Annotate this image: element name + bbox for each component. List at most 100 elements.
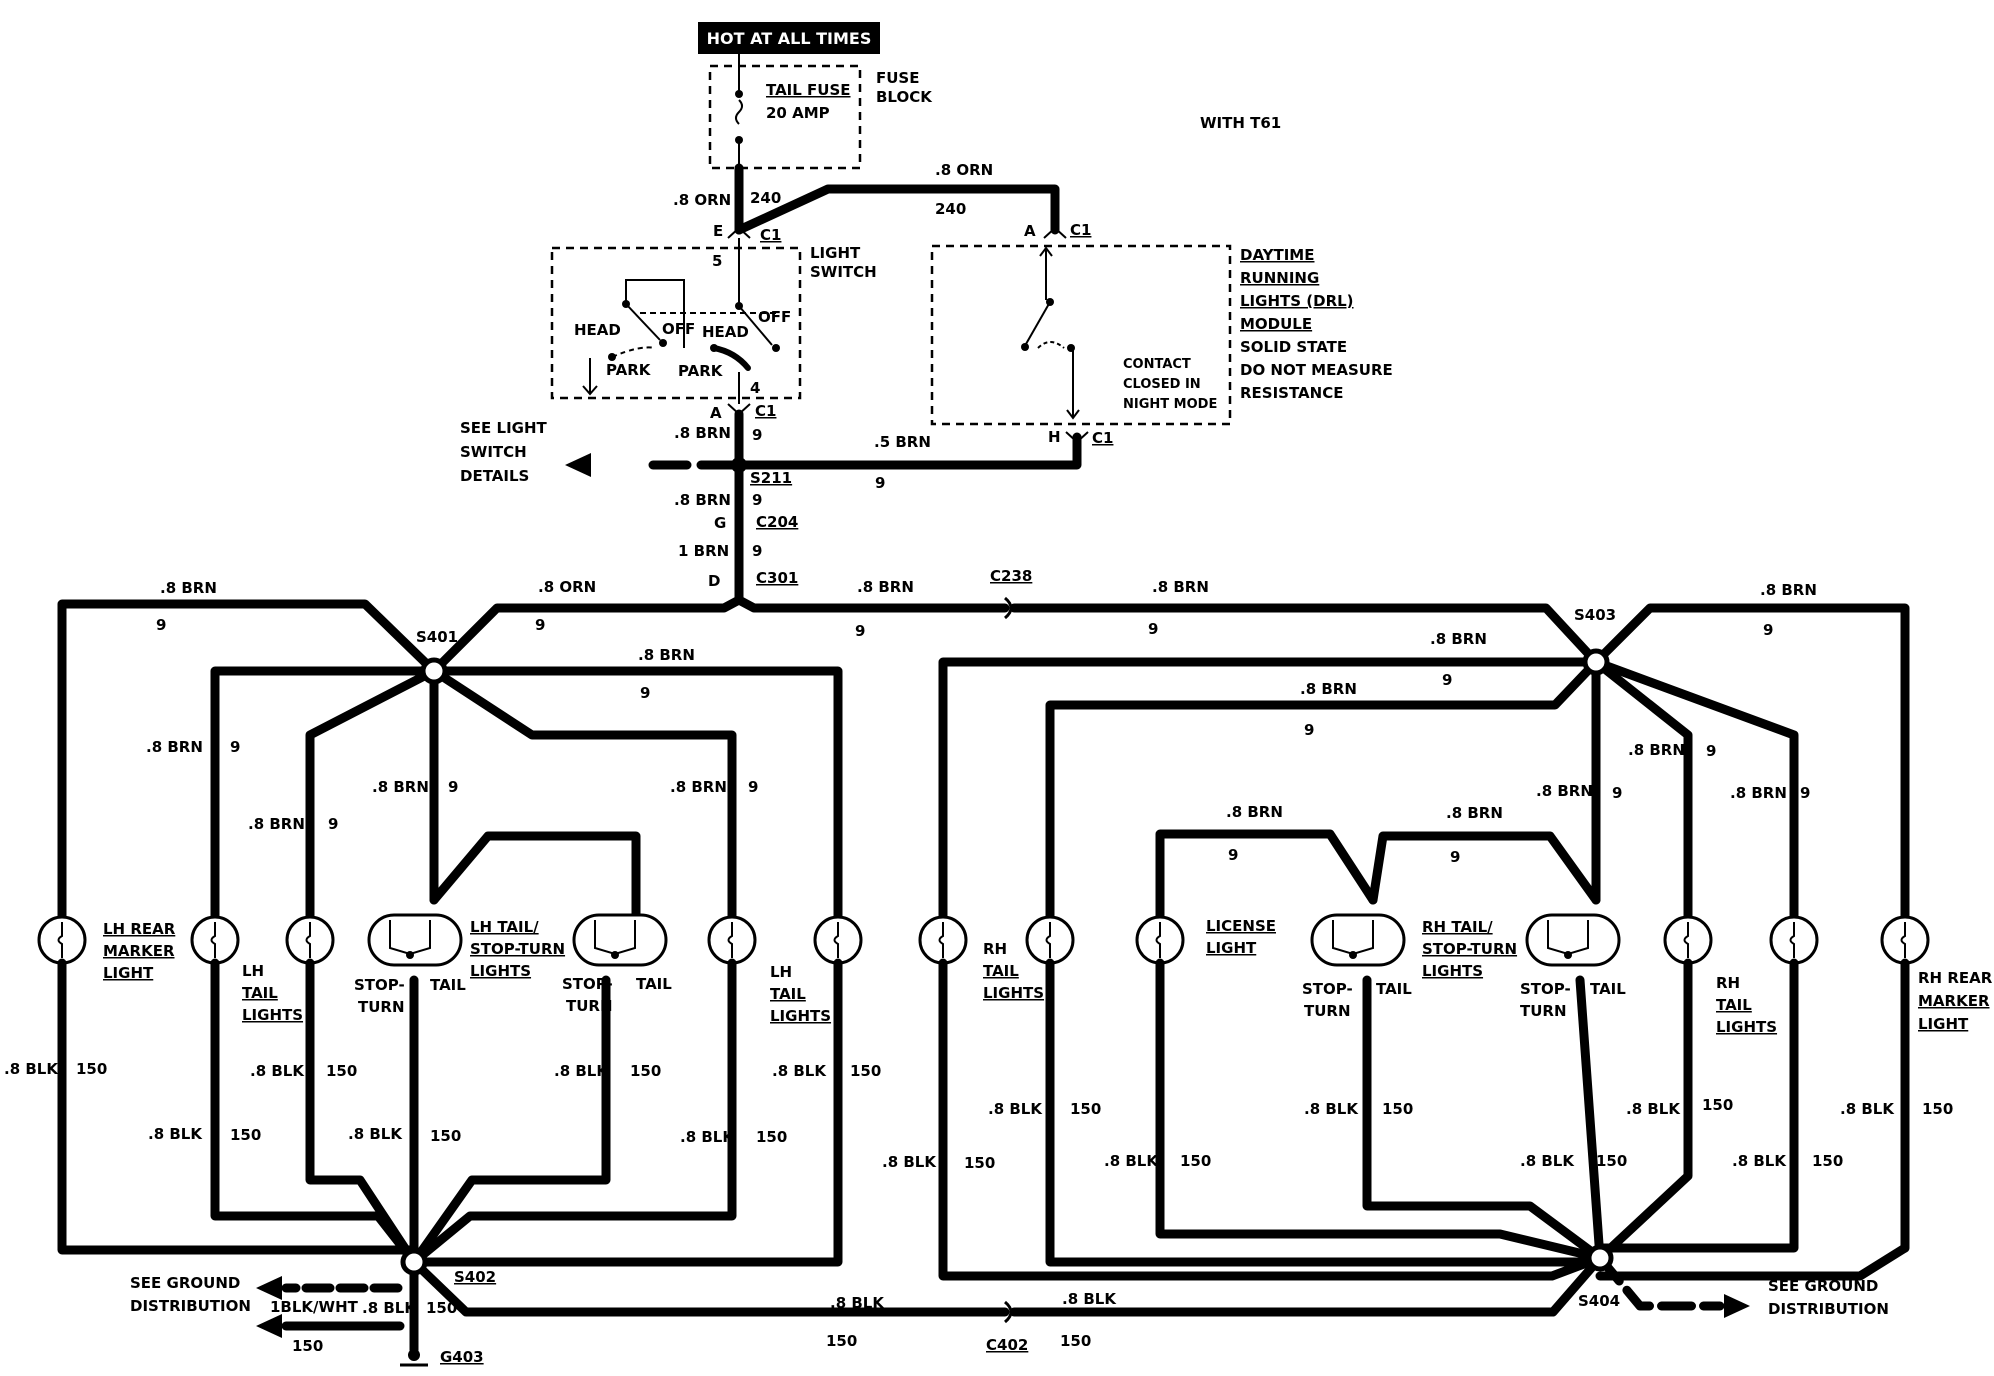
svg-text:TAIL: TAIL <box>430 976 466 994</box>
svg-text:20 AMP: 20 AMP <box>766 104 830 122</box>
svg-text:LIGHT: LIGHT <box>103 964 154 982</box>
svg-text:.8 BRN: .8 BRN <box>248 815 305 833</box>
svg-text:.8 BLK: .8 BLK <box>1104 1152 1159 1170</box>
svg-text:S401: S401 <box>416 628 458 646</box>
svg-text:RH TAIL/: RH TAIL/ <box>1422 918 1493 936</box>
svg-text:STOP-: STOP- <box>354 976 405 994</box>
svg-text:.8 BRN: .8 BRN <box>372 778 429 796</box>
svg-text:.8 BLK: .8 BLK <box>772 1062 827 1080</box>
svg-text:TAIL: TAIL <box>1590 980 1626 998</box>
splice-s402 <box>400 1248 428 1276</box>
svg-text:LIGHT: LIGHT <box>1918 1015 1969 1033</box>
svg-text:150: 150 <box>1382 1100 1413 1118</box>
svg-text:.8 BRN: .8 BRN <box>638 646 695 664</box>
svg-text:9: 9 <box>1304 721 1314 739</box>
lh-tail-lamp-right-a <box>707 915 757 965</box>
lh-tail-lamp-outer: LH TAIL LIGHTS <box>190 915 303 1024</box>
svg-text:.8 BRN: .8 BRN <box>1430 630 1487 648</box>
svg-text:.8 BLK: .8 BLK <box>348 1125 403 1143</box>
svg-text:.8 BLK: .8 BLK <box>988 1100 1043 1118</box>
svg-text:150: 150 <box>1702 1096 1733 1114</box>
svg-text:150: 150 <box>1922 1100 1953 1118</box>
svg-text:150: 150 <box>430 1127 461 1145</box>
svg-text:STOP-: STOP- <box>1302 980 1353 998</box>
rh-tail-stop-turn-lamp-outer: STOP- TURN TAIL <box>1520 913 1626 1020</box>
svg-text:9: 9 <box>1442 671 1452 689</box>
svg-text:LH: LH <box>770 963 792 981</box>
svg-text:C1: C1 <box>1092 429 1113 447</box>
svg-text:9: 9 <box>1800 784 1810 802</box>
svg-text:.8 BLK: .8 BLK <box>830 1294 885 1312</box>
svg-text:CONTACT: CONTACT <box>1123 357 1191 372</box>
svg-text:150: 150 <box>756 1128 787 1146</box>
svg-text:S402: S402 <box>454 1268 496 1286</box>
svg-text:150: 150 <box>850 1062 881 1080</box>
svg-text:STOP-TURN: STOP-TURN <box>470 940 565 958</box>
svg-text:150: 150 <box>76 1060 107 1078</box>
svg-text:.8 BLK: .8 BLK <box>1732 1152 1787 1170</box>
svg-text:.5 BRN: .5 BRN <box>874 433 931 451</box>
svg-text:H: H <box>1048 428 1061 446</box>
svg-text:.8 BRN: .8 BRN <box>674 491 731 509</box>
svg-text:STOP-: STOP- <box>1520 980 1571 998</box>
svg-text:.8 BLK: .8 BLK <box>362 1299 417 1317</box>
svg-text:C204: C204 <box>756 513 798 531</box>
svg-text:SEE GROUND: SEE GROUND <box>1768 1277 1878 1295</box>
svg-text:STOP-: STOP- <box>562 975 613 993</box>
svg-text:DISTRIBUTION: DISTRIBUTION <box>1768 1300 1889 1318</box>
svg-text:.8 BLK: .8 BLK <box>1304 1100 1359 1118</box>
svg-text:.8 BLK: .8 BLK <box>882 1153 937 1171</box>
svg-text:LIGHT: LIGHT <box>810 244 861 262</box>
svg-text:C1: C1 <box>1070 221 1091 239</box>
svg-text:.8 BRN: .8 BRN <box>146 738 203 756</box>
svg-text:9: 9 <box>855 622 865 640</box>
with-t61-note: WITH T61 <box>1200 114 1281 132</box>
svg-text:150: 150 <box>630 1062 661 1080</box>
svg-text:.8 BLK: .8 BLK <box>4 1060 59 1078</box>
svg-text:HOT AT ALL TIMES: HOT AT ALL TIMES <box>707 29 872 48</box>
svg-text:.8 ORN: .8 ORN <box>538 578 596 596</box>
svg-text:LIGHTS: LIGHTS <box>1422 962 1483 980</box>
svg-text:.8 BRN: .8 BRN <box>1152 578 1209 596</box>
svg-text:.8 BLK: .8 BLK <box>1520 1152 1575 1170</box>
svg-text:DISTRIBUTION: DISTRIBUTION <box>130 1297 251 1315</box>
svg-text:TAIL: TAIL <box>1376 980 1412 998</box>
svg-text:MODULE: MODULE <box>1240 315 1312 333</box>
svg-text:.8 BLK: .8 BLK <box>148 1125 203 1143</box>
svg-text:HEAD: HEAD <box>574 321 621 339</box>
svg-text:.8 BLK: .8 BLK <box>1626 1100 1681 1118</box>
svg-text:TAIL: TAIL <box>983 962 1019 980</box>
svg-text:.8 ORN: .8 ORN <box>673 191 731 209</box>
svg-text:.8 BRN: .8 BRN <box>674 424 731 442</box>
svg-text:DETAILS: DETAILS <box>460 467 529 485</box>
svg-text:OFF: OFF <box>758 308 791 326</box>
lh-tail-stop-turn-lamp-inner: LH TAIL/ STOP-TURN LIGHTS STOP- TURN TAI… <box>354 913 565 1016</box>
svg-text:150: 150 <box>1180 1152 1211 1170</box>
svg-text:4: 4 <box>750 379 760 397</box>
svg-text:.8 BRN: .8 BRN <box>1300 680 1357 698</box>
svg-text:G: G <box>714 514 726 532</box>
rh-ground-harness: S404 SEE GROUND DISTRIBUTION .8 BLK 150 … <box>882 958 1953 1350</box>
svg-text:9: 9 <box>1228 846 1238 864</box>
rh-tail-lamp-right-b <box>1769 915 1819 965</box>
svg-text:150: 150 <box>826 1332 857 1350</box>
svg-text:TURN: TURN <box>358 998 405 1016</box>
svg-text:9: 9 <box>748 778 758 796</box>
svg-text:SOLID STATE: SOLID STATE <box>1240 338 1347 356</box>
svg-text:150: 150 <box>1596 1152 1627 1170</box>
svg-text:LH: LH <box>242 962 264 980</box>
svg-text:240: 240 <box>750 189 781 207</box>
svg-text:.8 BRN: .8 BRN <box>1730 784 1787 802</box>
svg-text:150: 150 <box>964 1154 995 1172</box>
svg-text:LH TAIL/: LH TAIL/ <box>470 918 539 936</box>
svg-text:A: A <box>710 404 722 422</box>
svg-text:LIGHTS: LIGHTS <box>1716 1018 1777 1036</box>
svg-text:TAIL: TAIL <box>770 985 806 1003</box>
svg-text:TAIL: TAIL <box>636 975 672 993</box>
svg-text:.8 BLK: .8 BLK <box>1062 1290 1117 1308</box>
svg-text:LH REAR: LH REAR <box>103 920 176 938</box>
svg-text:LIGHTS: LIGHTS <box>242 1006 303 1024</box>
lh-tail-lamp-inner <box>285 915 335 965</box>
svg-text:LIGHTS: LIGHTS <box>983 984 1044 1002</box>
